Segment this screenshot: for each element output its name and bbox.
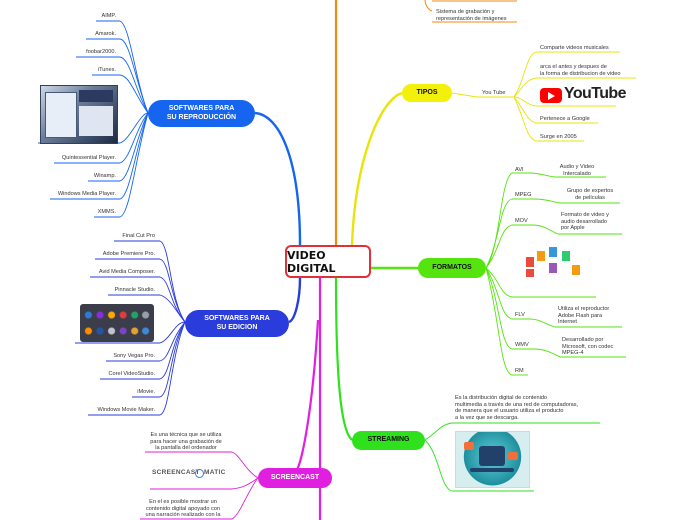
reproduccion-item: foobar2000. xyxy=(86,49,116,55)
reproduccion-item: Amarok. xyxy=(95,31,116,37)
format-name: AVI xyxy=(515,167,524,173)
reproduccion-item: iTunes. xyxy=(97,67,116,73)
tipos-youtube-node: You Tube xyxy=(482,90,506,96)
format-desc: Desarrollado por Microsoft, con codec MP… xyxy=(562,337,614,357)
youtube-logo: YouTube xyxy=(540,85,626,105)
format-desc: Formato de video y audio desarrollado po… xyxy=(561,212,609,232)
edicion-item: Final Cut Pro xyxy=(122,233,155,239)
reproduccion-item: Winamp. xyxy=(93,173,116,179)
format-name: WMV xyxy=(515,342,529,348)
top-branch-item: Sistema de grabación y representación de… xyxy=(436,9,507,22)
streaming-item: Es la distribución digital de contenido … xyxy=(455,395,579,422)
edicion-item: Avid Media Composer. xyxy=(98,269,155,275)
format-name: RM xyxy=(515,368,524,374)
format-name: MPEG xyxy=(515,192,532,198)
format-desc: Grupo de expertos de películas xyxy=(566,188,614,201)
reproduccion-item: AIMP. xyxy=(101,13,116,19)
reproduccion-item: Quintessential Player. xyxy=(61,155,116,161)
branch-screencast[interactable]: SCREENCAST xyxy=(258,468,332,488)
format-desc: Audio y Video Intercalado xyxy=(559,164,595,177)
branch-tipos[interactable]: TIPOS xyxy=(402,84,452,102)
file-format-icons xyxy=(522,247,582,277)
edicion-item: Adobe Premiere Pro. xyxy=(102,251,155,257)
edicion-item: Windows Movie Maker. xyxy=(97,407,155,413)
streaming-illustration xyxy=(455,431,530,488)
branch-edicion[interactable]: SOFTWARES PARA SU EDICION xyxy=(185,310,289,337)
reproduccion-item: XMMS. xyxy=(97,209,116,215)
tipos-item: Pertenece a Google xyxy=(540,116,590,122)
format-desc: Utiliza el reproductor Adobe Flash para … xyxy=(558,306,610,326)
edicion-item: iMovie. xyxy=(137,389,155,395)
reproduccion-item: Windows Media Player. xyxy=(57,191,116,197)
editing-apps-icons xyxy=(80,304,154,342)
play-icon xyxy=(540,88,562,103)
tipos-item: Comparte videos musicales xyxy=(540,45,609,51)
screencast-item: Es una técnica que se utiliza para hacer… xyxy=(150,432,222,452)
format-name: FLV xyxy=(515,312,525,318)
format-name: MOV xyxy=(515,218,528,224)
central-topic[interactable]: VIDEO DIGITAL xyxy=(285,245,371,278)
media-player-screenshot xyxy=(40,85,118,144)
record-icon xyxy=(195,469,204,478)
edicion-item: Pinnacle Studio. xyxy=(114,287,155,293)
edicion-item: Sony Vegas Pro. xyxy=(113,353,155,359)
edicion-item: Corel VideoStudio. xyxy=(108,371,155,377)
screencast-matic-logo: SCREENCAST MATIC xyxy=(152,469,226,476)
tipos-item: arca el antes y despues de la forma de d… xyxy=(540,64,621,77)
branch-formatos[interactable]: FORMATOS xyxy=(418,258,486,278)
tipos-item: Surge en 2005 xyxy=(540,134,577,140)
branch-reproduccion[interactable]: SOFTWARES PARA SU REPRODUCCIÓN xyxy=(148,100,255,127)
branch-streaming[interactable]: STREAMING xyxy=(352,431,425,450)
screencast-item: En el es posible mostrar un contenido di… xyxy=(145,499,221,519)
